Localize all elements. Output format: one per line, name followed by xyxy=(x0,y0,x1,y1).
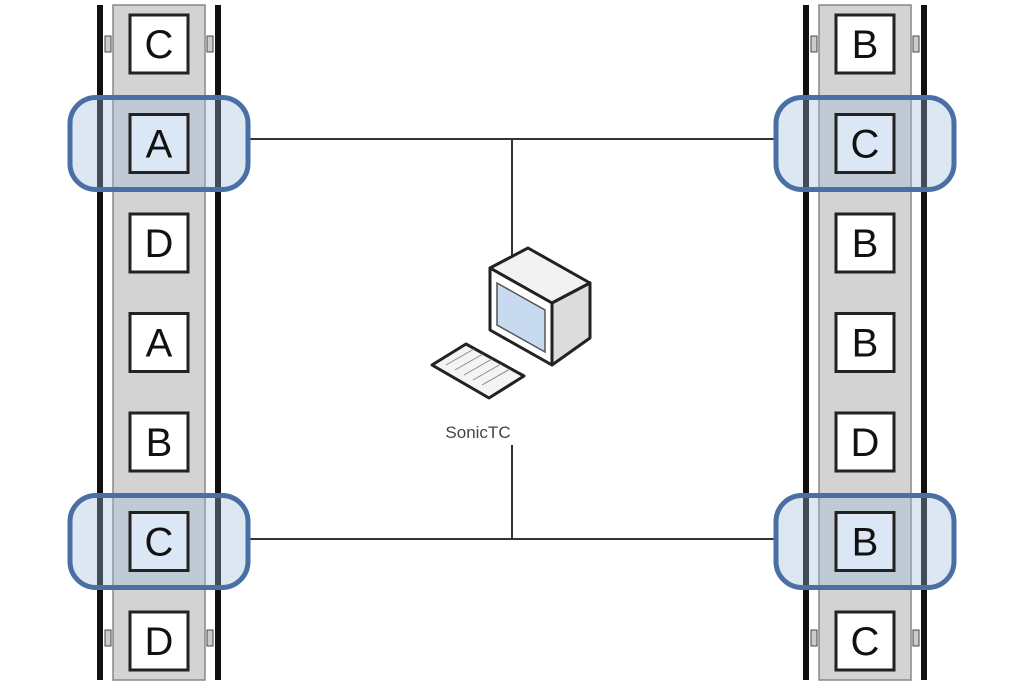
right-rack: B C B B D B C xyxy=(773,4,957,681)
left-rack-bracket xyxy=(104,35,112,53)
left-rack-bracket xyxy=(206,629,214,647)
right-rack-slot xyxy=(834,610,896,672)
right-rack-slot-label: B xyxy=(852,23,879,67)
right-rack-slot-label: C xyxy=(851,620,880,664)
connector-lines xyxy=(250,138,776,540)
left-rack-bracket xyxy=(206,35,214,53)
left-rack-slot xyxy=(128,13,190,75)
left-rack-slot-label: C xyxy=(145,23,174,67)
right-rack-slot-label: C xyxy=(851,123,880,167)
left-rack-slot xyxy=(128,411,190,473)
left-rack-right-edge xyxy=(215,5,221,680)
right-rack-slot xyxy=(834,312,896,373)
right-rack-bracket xyxy=(810,35,818,53)
left-rack-slot xyxy=(128,212,190,274)
left-rack-slot-label: D xyxy=(145,222,174,266)
computer-label: SonicTC xyxy=(445,423,510,442)
left-rack: C A D A B C D xyxy=(67,4,251,681)
right-rack-bracket xyxy=(810,629,818,647)
left-rack-slot-label: B xyxy=(146,421,173,465)
right-rack-slot-label: B xyxy=(852,222,879,266)
right-rack-slot xyxy=(834,212,896,274)
right-rack-slot-label: D xyxy=(851,421,880,465)
right-rack-slot xyxy=(834,411,896,473)
desktop-computer-icon: SonicTC xyxy=(430,246,592,442)
right-rack-slot-label: B xyxy=(852,521,879,565)
left-rack-slot-label: C xyxy=(145,521,174,565)
right-rack-slot xyxy=(834,511,896,572)
left-rack-left-edge xyxy=(97,5,103,680)
monitor-screen xyxy=(496,281,546,354)
right-rack-slot xyxy=(834,113,896,174)
left-rack-slot-label: D xyxy=(145,620,174,664)
left-rack-slot xyxy=(128,511,190,572)
right-rack-bracket xyxy=(912,35,920,53)
left-rack-slot xyxy=(128,312,190,373)
left-rack-bracket xyxy=(104,629,112,647)
right-rack-slot xyxy=(834,13,896,75)
left-rack-slot-label: A xyxy=(146,123,173,167)
keyboard xyxy=(430,342,526,400)
right-rack-slot-label: B xyxy=(852,322,879,366)
left-rack-slot xyxy=(128,610,190,672)
left-rack-slot xyxy=(128,113,190,174)
right-rack-left-edge xyxy=(803,5,809,680)
right-rack-right-edge xyxy=(921,5,927,680)
right-rack-bracket xyxy=(912,629,920,647)
left-rack-slot-label: A xyxy=(146,322,173,366)
